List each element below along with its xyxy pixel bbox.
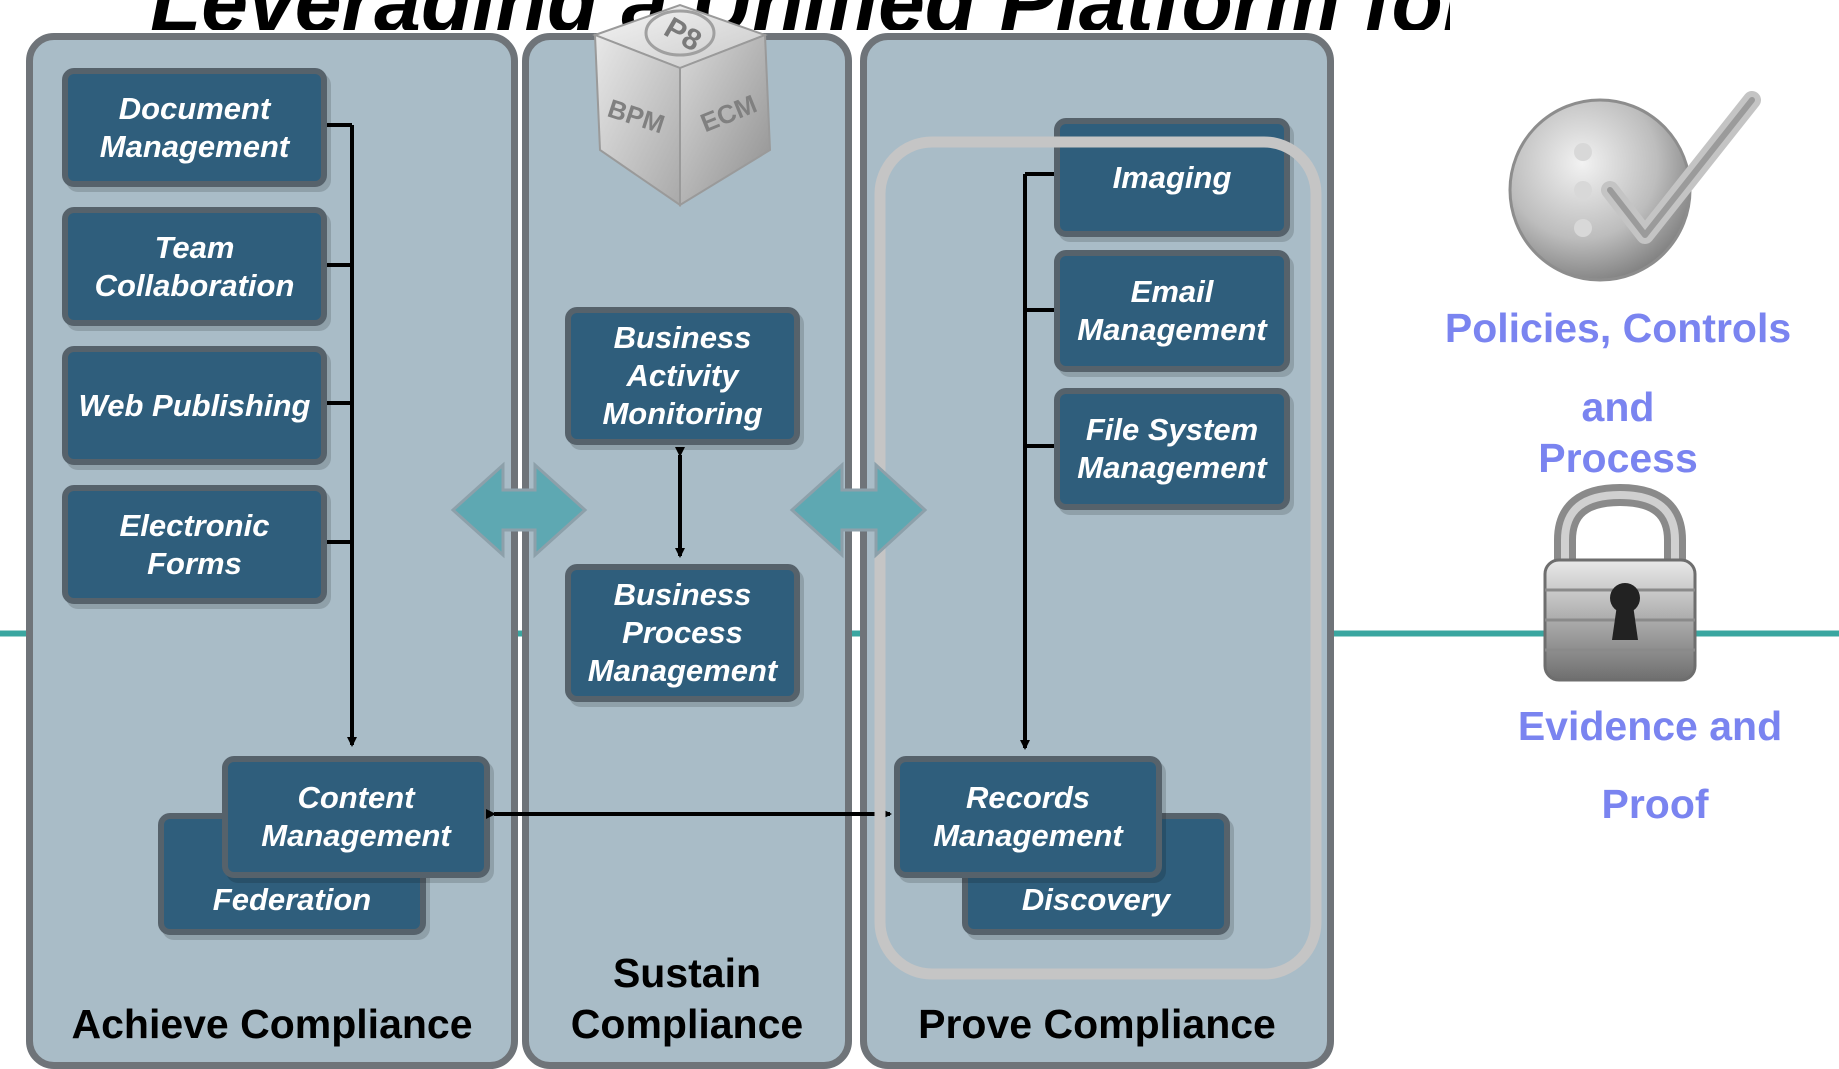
double-arrow-icon <box>789 461 928 559</box>
box-document-management: Document Management <box>62 68 327 187</box>
text-electronic-forms: Electronic Forms <box>119 507 270 581</box>
text-business-process-management: Business Process Management <box>587 577 778 688</box>
evidence-text-line1: Evidence and <box>1517 703 1783 749</box>
padlock-icon <box>1543 483 1697 682</box>
policies-text-line3: Process <box>1538 435 1698 481</box>
label-achieve-compliance: Achieve Compliance <box>71 1001 473 1047</box>
text-web-publishing: Web Publishing <box>78 387 311 423</box>
page-title-fragment: Leveraging a Unified Platform for Compli… <box>150 0 1450 30</box>
text-business-activity-monitoring: Business Activity Monitoring <box>602 320 763 431</box>
text-document-management: Document Management <box>99 90 290 164</box>
checkmark-badge-icon <box>1508 91 1761 282</box>
connector-prove <box>1020 172 1054 750</box>
box-business-activity-monitoring: Business Activity Monitoring <box>565 307 800 445</box>
box-team-collaboration: Team Collaboration <box>62 207 327 326</box>
connector-achieve <box>327 123 357 747</box>
text-imaging: Imaging <box>1112 159 1232 195</box>
text-email-management: Email Management <box>1077 274 1267 347</box>
text-records-management: Records Management <box>933 780 1123 853</box>
text-federation: Federation <box>212 882 372 917</box>
box-content-management: Content Management <box>222 756 490 878</box>
label-sustain-compliance: Sustain Compliance <box>570 950 804 1047</box>
prove-highlight-frame <box>874 136 1322 980</box>
text-discovery: Discovery <box>1021 882 1171 917</box>
double-arrow-icon <box>450 461 588 559</box>
evidence-text-line2: Proof <box>1601 781 1709 827</box>
text-content-management: Content Management <box>261 780 451 853</box>
box-email-management: Email Management <box>1054 250 1290 372</box>
text-team-collaboration: Team Collaboration <box>94 229 295 303</box>
box-file-system-management: File System Management <box>1054 388 1290 510</box>
box-records-management: Records Management <box>894 756 1162 878</box>
box-business-process-management: Business Process Management <box>565 564 800 702</box>
panel-sustain: Sustain Compliance <box>522 33 852 1069</box>
policies-text-line1: Policies, Controls <box>1444 305 1792 351</box>
box-web-publishing: Web Publishing <box>62 346 327 465</box>
text-file-system-management: File System Management <box>1077 412 1267 485</box>
label-prove-compliance: Prove Compliance <box>918 1001 1276 1047</box>
cube-logo-icon: P8 BPM ECM <box>592 3 772 207</box>
box-electronic-forms: Electronic Forms <box>62 485 327 604</box>
policies-text-line2: and <box>1581 384 1655 430</box>
